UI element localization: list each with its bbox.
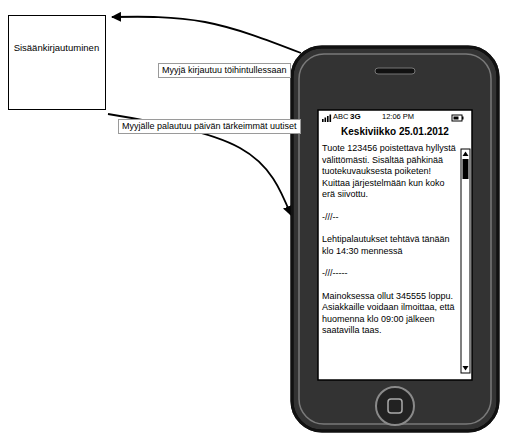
box-title: Sisäänkirjautuminen	[14, 42, 100, 53]
curved-arrow	[112, 17, 301, 53]
phone-body	[292, 47, 498, 431]
login-box: Sisäänkirjautuminen	[8, 15, 106, 110]
phone-node: ABC3G 12:06 PM Keskiviikko 25.01.2012Tuote…	[290, 45, 500, 433]
scrollbar	[461, 149, 470, 373]
status-network: 3G	[350, 112, 361, 122]
status-carrier: ABC	[333, 112, 348, 121]
signal-icon	[322, 115, 331, 123]
news-item: -///-----	[322, 268, 456, 280]
status-time: 12:06 PM	[382, 112, 414, 121]
news-item: Mainoksessa ollut 345555 loppu. Asiakkai…	[322, 291, 456, 337]
screen-heading: Keskiviikko 25.01.2012	[318, 126, 472, 138]
battery-icon	[452, 115, 464, 121]
news-list: Tuote 123456 poistettava hyllystä välitt…	[322, 143, 456, 348]
edge-label: Myyjälle palautuu päivän tärkeimmät uuti…	[118, 119, 301, 134]
phone-outline-shape	[292, 47, 498, 431]
news-item: Tuote 123456 poistettava hyllystä välitt…	[322, 143, 456, 201]
news-item: -///--	[322, 212, 456, 224]
edge-label: Myyjä kirjautuu töihintullessaan	[158, 63, 291, 78]
news-item: Lehtipalautukset tehtävä tänään klo 14:3…	[322, 234, 456, 257]
